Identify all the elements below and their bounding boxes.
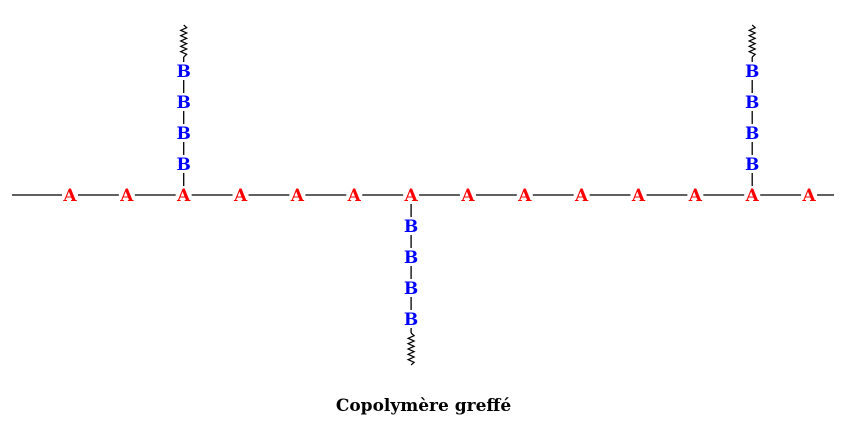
graft-unit-B: B	[177, 93, 191, 113]
graft-unit-B: B	[745, 124, 759, 144]
graft-unit-B-bg	[175, 124, 192, 142]
backbone-unit-A-bg	[573, 186, 590, 204]
graft-unit-B: B	[177, 155, 191, 175]
backbone-unit-A: A	[517, 186, 532, 206]
backbone-unit-A: A	[460, 186, 475, 206]
backbone-unit-A: A	[233, 186, 248, 206]
backbone-unit-A-bg	[459, 186, 476, 204]
chain-end-zigzag	[747, 24, 757, 58]
backbone-unit-A: A	[574, 186, 589, 206]
backbone-unit-A: A	[119, 186, 134, 206]
backbone-unit-A-bg	[516, 186, 533, 204]
graft-unit-B-bg	[175, 62, 192, 80]
chain-end-zigzag	[406, 332, 416, 366]
graft-unit-B-bg	[175, 93, 192, 111]
graft-unit-B: B	[745, 155, 759, 175]
graft-unit-B: B	[404, 310, 418, 330]
graft-unit-B-bg	[744, 124, 761, 142]
graft-unit-B-bg	[403, 310, 420, 328]
backbone-unit-A-bg	[630, 186, 647, 204]
graft-unit-B: B	[177, 62, 191, 82]
graft-unit-B-bg	[175, 155, 192, 173]
backbone-unit-A: A	[631, 186, 646, 206]
graft-unit-B: B	[177, 124, 191, 144]
backbone-unit-A: A	[176, 186, 191, 206]
backbone-unit-A-bg	[801, 186, 818, 204]
graft-unit-B-bg	[744, 155, 761, 173]
graft-unit-B: B	[404, 279, 418, 299]
graft-unit-B: B	[404, 217, 418, 237]
backbone-unit-A-bg	[403, 186, 420, 204]
backbone-unit-A: A	[688, 186, 703, 206]
backbone-unit-A: A	[347, 186, 362, 206]
diagram-caption: Copolymère greffé	[335, 396, 512, 416]
backbone-unit-A-bg	[687, 186, 704, 204]
backbone-unit-A: A	[801, 186, 816, 206]
backbone-unit-A-bg	[175, 186, 192, 204]
backbone-unit-A: A	[403, 186, 418, 206]
backbone-unit-A-bg	[289, 186, 306, 204]
backbone-unit-A-bg	[118, 186, 135, 204]
graft-unit-B-bg	[403, 248, 420, 266]
backbone-unit-A-bg	[744, 186, 761, 204]
chain-end-zigzag	[179, 24, 189, 58]
graft-unit-B: B	[404, 248, 418, 268]
graft-unit-B: B	[745, 93, 759, 113]
graft-unit-B-bg	[744, 62, 761, 80]
backbone-unit-A: A	[745, 186, 760, 206]
backbone-unit-A-bg	[232, 186, 249, 204]
backbone-unit-A-bg	[346, 186, 363, 204]
backbone-unit-A: A	[62, 186, 77, 206]
backbone-unit-A: A	[290, 186, 305, 206]
graft-unit-B-bg	[403, 217, 420, 235]
graft-unit-B: B	[745, 62, 759, 82]
bonds-layer	[12, 24, 834, 366]
graft-unit-B-bg	[403, 279, 420, 297]
backbone-unit-A-bg	[62, 186, 78, 204]
graft-unit-B-bg	[744, 93, 761, 111]
